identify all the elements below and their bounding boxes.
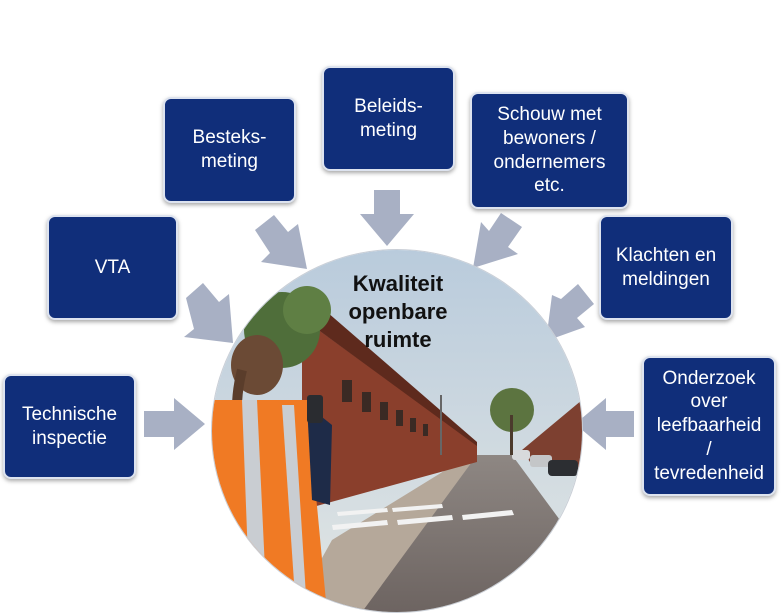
box-besteks-meting: Besteks- meting — [163, 97, 296, 203]
box-vta: VTA — [47, 215, 178, 320]
arrow-beleids — [360, 190, 414, 246]
arrow-schouw — [473, 213, 522, 268]
box-klachten-meldingen: Klachten en meldingen — [599, 215, 733, 320]
arrow-klachten — [546, 284, 594, 341]
center-title: Kwaliteit openbare ruimte — [348, 271, 448, 352]
box-beleids-meting: Beleids- meting — [322, 66, 455, 171]
arrow-besteks — [255, 215, 307, 269]
box-onderzoek-leefbaarheid: Onderzoek over leefbaarheid / tevredenhe… — [642, 356, 776, 496]
arrow-technische — [144, 398, 205, 450]
arrow-onderzoek — [575, 398, 634, 450]
box-schouw-bewoners: Schouw met bewoners / ondernemers etc. — [470, 92, 629, 209]
arrow-vta — [184, 283, 233, 343]
box-technische-inspectie: Technische inspectie — [3, 374, 136, 479]
